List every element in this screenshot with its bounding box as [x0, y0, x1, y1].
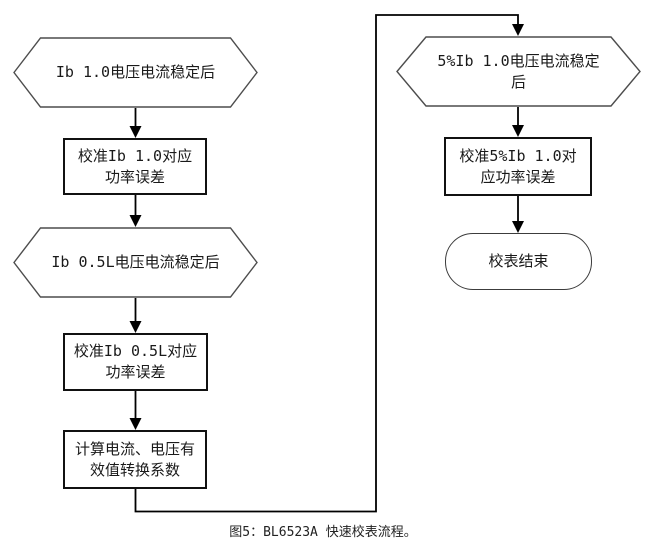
arrow-box-ib10-to-hex-ib05l — [129, 195, 142, 227]
node-label-line: Ib 1.0电压电流稳定后 — [55, 63, 216, 81]
arrow-5pct-box-to-end — [512, 196, 524, 233]
node-label-line: 功率误差 — [104, 167, 165, 186]
node-label-line: 校准Ib 1.0对应 — [77, 146, 193, 165]
node-label-line: 计算电流、电压有 — [74, 439, 195, 458]
node-label-line: 后 — [510, 72, 526, 91]
terminator-calibration-end: 校表结束 — [445, 233, 592, 290]
node-label: 校准Ib 1.0对应 功率误差 — [65, 140, 205, 193]
node-label-line: 5%Ib 1.0电压电流稳定 — [437, 51, 600, 70]
process-box-cal-ib-1-0: 校准Ib 1.0对应 功率误差 — [63, 138, 207, 195]
node-label-line: Ib 0.5L电压电流稳定后 — [51, 253, 220, 271]
preparation-hex-ib-1-0: Ib 1.0电压电流稳定后 — [13, 37, 258, 108]
arrow-box-ib05l-to-calc — [129, 391, 142, 430]
node-label: 校准5%Ib 1.0对 应功率误差 — [446, 139, 590, 194]
node-label: 计算电流、电压有 效值转换系数 — [65, 432, 205, 487]
node-label: 校表结束 — [446, 234, 591, 289]
node-label-line: 校准Ib 0.5L对应 — [73, 342, 198, 360]
node-label: Ib 0.5L电压电流稳定后 — [13, 227, 258, 298]
arrow-hex-ib05l-to-box — [129, 298, 142, 333]
preparation-hex-ib-0-5l: Ib 0.5L电压电流稳定后 — [13, 227, 258, 298]
process-box-cal-ib-0-5l: 校准Ib 0.5L对应 功率误差 — [63, 333, 208, 391]
process-box-cal-5pct-ib-1-0: 校准5%Ib 1.0对 应功率误差 — [444, 137, 592, 196]
arrow-5pct-hex-to-box — [512, 107, 524, 137]
node-label: 5%Ib 1.0电压电流稳定 后 — [396, 36, 641, 107]
figure-caption: 图5：BL6523A 快速校表流程。 — [229, 525, 417, 540]
node-label-line: 效值转换系数 — [89, 460, 180, 479]
arrow-hex-ib10-to-box — [129, 108, 142, 138]
node-label-line: 应功率误差 — [480, 167, 556, 186]
node-label-line: 功率误差 — [105, 363, 166, 381]
preparation-hex-5pct-ib-1-0: 5%Ib 1.0电压电流稳定 后 — [396, 36, 641, 107]
node-label: Ib 1.0电压电流稳定后 — [13, 37, 258, 108]
node-label-line: 校表结束 — [488, 252, 549, 270]
node-label: 校准Ib 0.5L对应 功率误差 — [65, 335, 206, 389]
node-label-line: 校准5%Ib 1.0对 — [459, 146, 577, 165]
process-box-calc-coefficients: 计算电流、电压有 效值转换系数 — [63, 430, 207, 489]
